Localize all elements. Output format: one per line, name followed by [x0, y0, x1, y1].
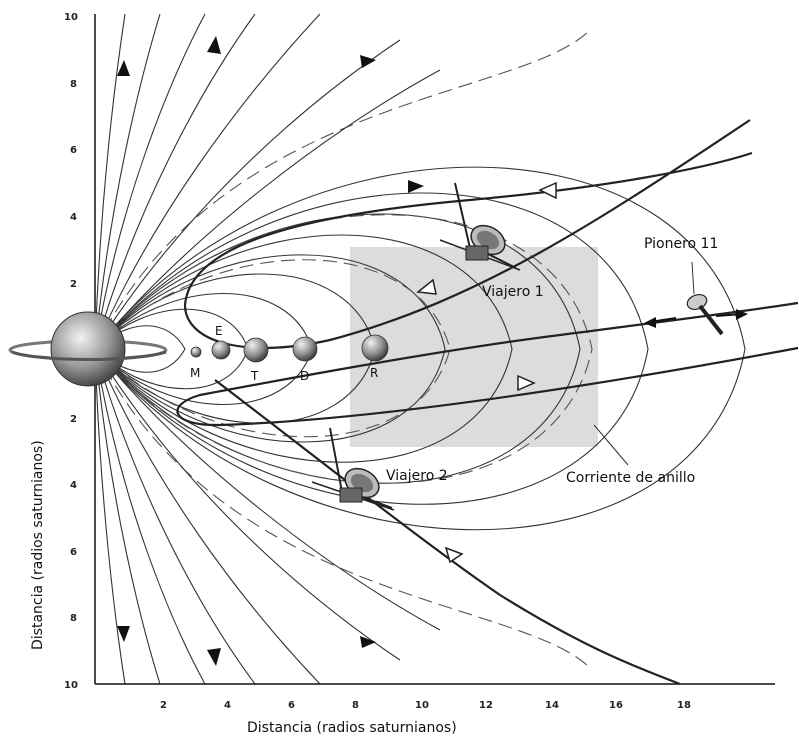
- field-line: [94, 13, 161, 350]
- moon-m: [190, 346, 202, 358]
- x-tick: 10: [415, 700, 429, 711]
- x-tick: 6: [288, 700, 295, 711]
- saturn-planet: [8, 311, 168, 387]
- trajectory-arrow-icon: [538, 181, 557, 200]
- saturn-rings-front: [11, 350, 167, 361]
- x-tick: 8: [352, 700, 359, 711]
- saturn-body: [50, 311, 126, 387]
- moon-label-e: E: [215, 324, 223, 338]
- x-tick: 12: [479, 700, 493, 711]
- y-tick: 6: [70, 145, 77, 156]
- trajectory-arrow-icon: [416, 278, 437, 295]
- x-tick: 16: [609, 700, 623, 711]
- y-tick: 2: [70, 279, 77, 290]
- field-line: [94, 69, 441, 350]
- y-tick: 6: [70, 547, 77, 558]
- dashed-field-line: [94, 29, 591, 350]
- moon-label-d: D: [300, 369, 309, 383]
- ring-current-label: Corriente de anillo: [566, 470, 695, 486]
- dashed-field-line: [94, 348, 591, 669]
- y-tick: 8: [70, 613, 77, 624]
- x-axis-label: Distancia (radios saturnianos): [247, 720, 457, 736]
- field-line: [94, 166, 746, 531]
- x-tick: 2: [160, 700, 167, 711]
- field-arrow-icon: [117, 626, 130, 642]
- x-axis-ticks: 2 4 6 8 10 12 14 16 18: [160, 700, 691, 711]
- moon-label-m: M: [190, 366, 200, 380]
- moon-t: [243, 337, 269, 363]
- field-line: [94, 273, 376, 424]
- voyager1-trajectory: [183, 119, 753, 350]
- field-line: [94, 348, 256, 685]
- y-tick: 10: [64, 12, 78, 23]
- field-arrow-icon: [360, 636, 376, 648]
- field-line: [94, 254, 446, 443]
- voyager2-flyby-trajectory: [214, 379, 681, 686]
- field-line: [94, 348, 206, 685]
- field-line: [94, 13, 126, 350]
- field-line: [94, 348, 441, 631]
- field-line: [94, 348, 161, 685]
- moon-r: [361, 334, 389, 362]
- field-arrows: [117, 36, 424, 666]
- field-line: [94, 292, 313, 406]
- ring-current-pointer: [593, 424, 629, 466]
- moon-label-r: R: [370, 366, 378, 380]
- field-line: [94, 348, 126, 685]
- y-tick: 4: [70, 212, 77, 223]
- y-axis-ticks: 10 8 6 4 2 2 4 6 8 10: [64, 12, 78, 691]
- field-line: [94, 13, 256, 350]
- y-axis-label: Distancia (radios saturnianos): [30, 440, 46, 650]
- field-line: [94, 192, 649, 505]
- trajectories: [176, 119, 799, 686]
- field-line: [94, 348, 401, 661]
- voyager2-spacecraft-icon: [311, 427, 395, 511]
- field-line: [94, 13, 321, 350]
- field-line: [94, 325, 186, 373]
- moon-e: [211, 340, 231, 360]
- y-tick: 10: [64, 680, 78, 691]
- trajectory-arrow-icon: [517, 374, 536, 392]
- moon-label-t: T: [250, 369, 259, 383]
- x-tick: 14: [545, 700, 559, 711]
- y-tick: 2: [70, 414, 77, 425]
- field-line: [94, 13, 206, 350]
- moons: M E T D R: [190, 324, 389, 383]
- voyager2-trajectory: [176, 301, 799, 427]
- pioneer11-label: Pionero 11: [644, 236, 718, 252]
- field-line: [94, 234, 513, 463]
- voyager1-spacecraft-icon: [439, 182, 521, 271]
- voyager1-label: Viajero 1: [482, 284, 544, 300]
- trajectory-arrow-icon: [444, 546, 464, 564]
- x-tick: 18: [677, 700, 691, 711]
- voyager2-label: Viajero 2: [386, 468, 448, 484]
- field-arrow-icon: [207, 648, 221, 666]
- field-arrow-icon: [408, 180, 424, 193]
- pioneer11-spacecraft-icon: [644, 261, 748, 336]
- y-tick: 4: [70, 480, 77, 491]
- field-arrow-icon: [360, 55, 376, 68]
- moon-d: [292, 336, 318, 362]
- open-field-lines: [94, 13, 441, 685]
- field-line: [94, 348, 321, 685]
- field-line: [94, 39, 401, 350]
- x-tick: 4: [224, 700, 231, 711]
- field-arrow-icon: [207, 36, 221, 54]
- y-tick: 8: [70, 79, 77, 90]
- field-arrow-icon: [117, 60, 130, 76]
